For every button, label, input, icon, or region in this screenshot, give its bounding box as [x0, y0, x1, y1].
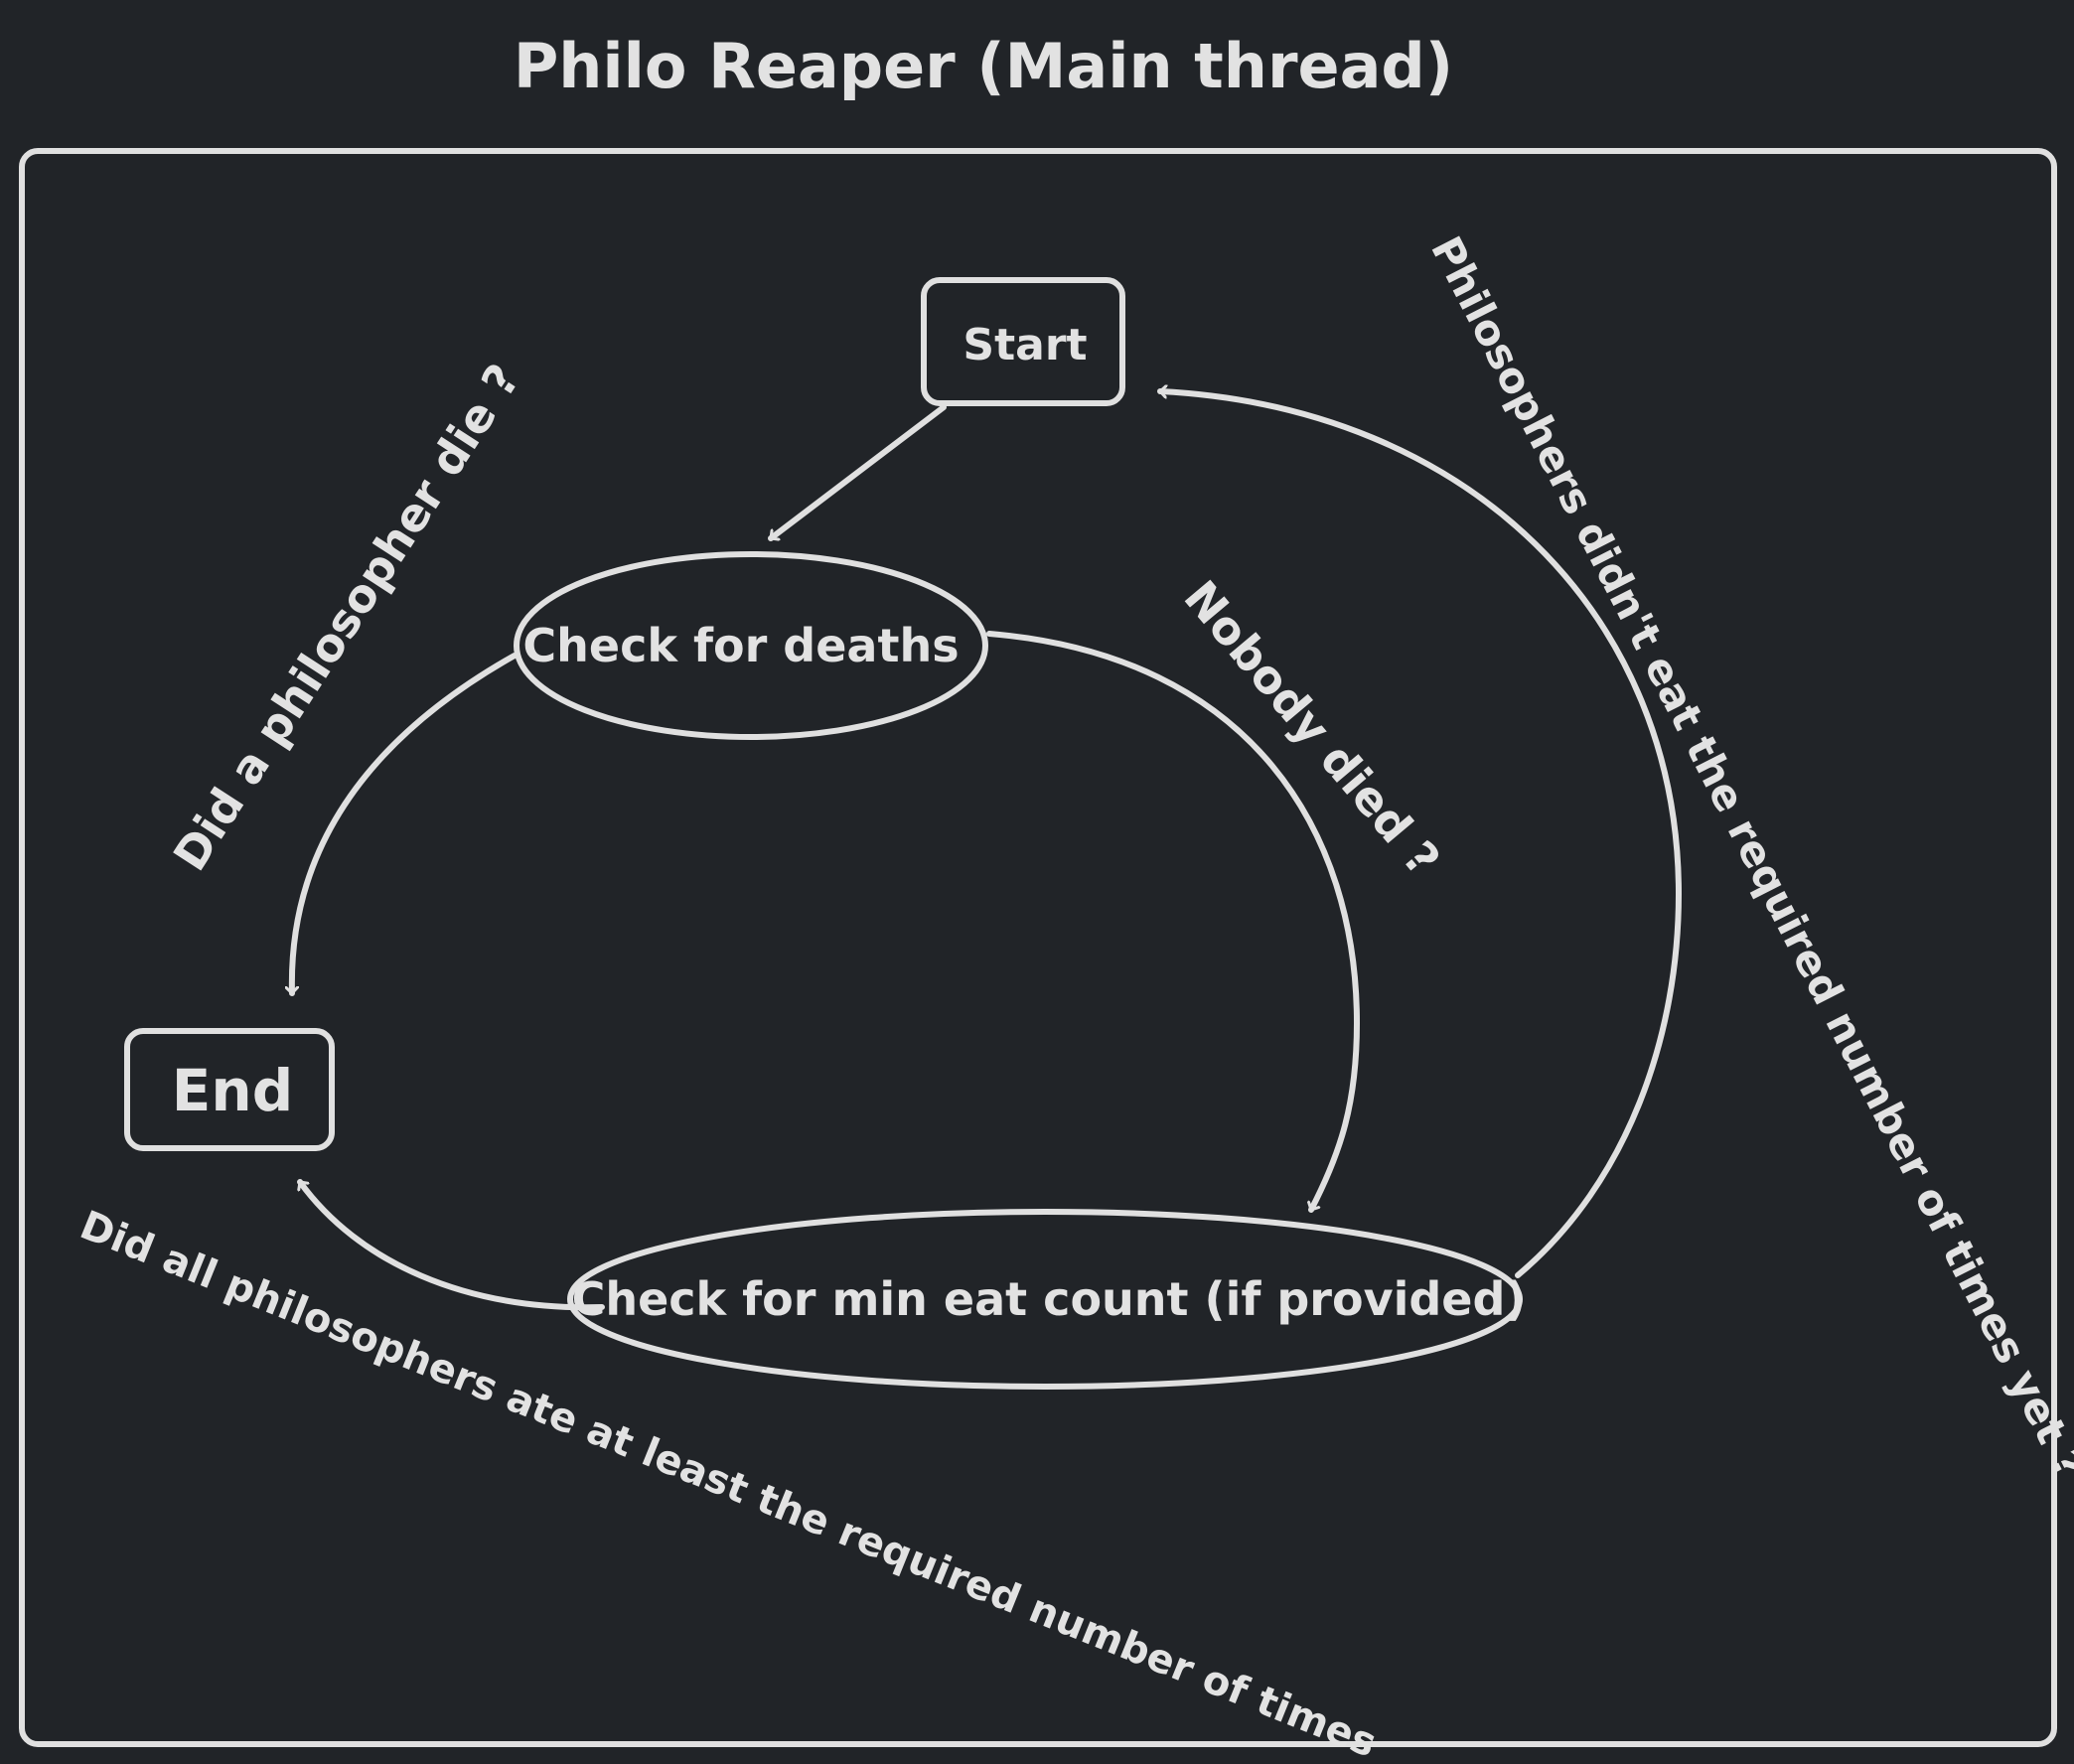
- arrow-check-deaths-to-end: [292, 653, 518, 996]
- node-start-label: Start: [963, 320, 1087, 370]
- node-end-label: End: [172, 1057, 293, 1124]
- node-end: End: [124, 1028, 335, 1151]
- diagram-title: Philo Reaper (Main thread): [514, 30, 1453, 102]
- node-check-deaths-label: Check for deaths: [522, 619, 959, 672]
- node-start: Start: [921, 277, 1125, 406]
- edge-label-nobody-died: Nobody died ?: [1174, 570, 1451, 885]
- node-check-deaths: Check for deaths: [514, 551, 988, 740]
- node-check-eat-label: Check for min eat count (if provided): [572, 1272, 1527, 1326]
- arrow-start-to-check-deaths: [768, 404, 947, 541]
- arrow-check-deaths-to-check-eat: [986, 631, 1360, 1213]
- container-frame: [19, 148, 2057, 1747]
- arrow-check-eat-to-start: [1157, 391, 1682, 1278]
- node-check-eat: Check for min eat count (if provided): [567, 1209, 1527, 1390]
- arrow-check-eat-to-end: [300, 1179, 605, 1311]
